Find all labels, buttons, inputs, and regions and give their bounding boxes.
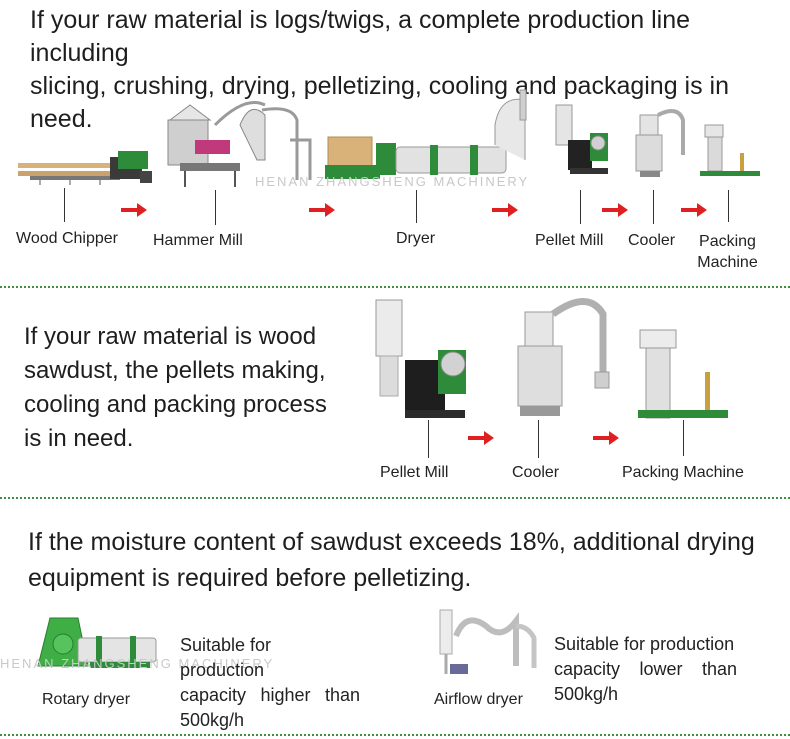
packing-machine xyxy=(700,124,760,176)
airflow-dryer-illustration xyxy=(439,609,537,674)
arrow-right-icon xyxy=(468,431,494,445)
section3-watermark: HENAN ZHANGSHENG MACHINERY xyxy=(0,656,275,671)
label-dryer: Dryer xyxy=(396,230,436,247)
hammer-mill-machine xyxy=(167,101,312,187)
section3-heading-line2: equipment is required before pelletizing… xyxy=(28,564,472,592)
section2-heading-line4: is in need. xyxy=(24,425,134,452)
rotary-desc-line3: 500kg/h xyxy=(180,710,245,730)
rotary-desc-line1: Suitable for production xyxy=(180,635,272,680)
section2-heading: If your raw material is wood sawdust, th… xyxy=(24,320,344,456)
label-packing-machine-2: Packing Machine xyxy=(622,464,744,481)
full-production-line-illustration: HENAN ZHANGSHENG MACHINERY xyxy=(18,89,760,189)
rotary-desc-line2: capacity higher than xyxy=(180,683,360,708)
section-divider xyxy=(0,497,790,499)
airflow-desc-line2: capacity lower than xyxy=(554,657,737,682)
section-divider xyxy=(0,286,790,288)
section1-watermark: HENAN ZHANGSHENG MACHINERY xyxy=(255,174,529,189)
label-cooler-2: Cooler xyxy=(512,464,560,481)
section1-heading-line1: If your raw material is logs/twigs, a co… xyxy=(30,6,691,67)
dryer-machine xyxy=(325,89,527,179)
pellet-mill-machine xyxy=(555,104,608,174)
wood-chipper-machine xyxy=(18,151,152,185)
airflow-desc-than: than xyxy=(701,659,737,679)
airflow-desc-line1: Suitable for production xyxy=(554,634,735,654)
tick-packing-2 xyxy=(683,420,684,456)
tick-wood-chipper xyxy=(64,188,65,222)
airflow-dryer-description: Suitable for production capacity lower t… xyxy=(554,632,737,707)
packing-machine xyxy=(638,329,728,419)
section2-heading-line3: cooling and packing process xyxy=(24,391,327,418)
rotary-dryer-illustration xyxy=(37,617,157,668)
sawdust-line-illustration xyxy=(375,298,728,419)
airflow-desc-comparator: lower xyxy=(639,659,683,679)
pellet-mill-machine xyxy=(375,299,466,418)
rotary-desc-comparator: higher xyxy=(260,685,311,705)
section3-heading: If the moisture content of sawdust excee… xyxy=(28,524,778,596)
label-wood-chipper: Wood Chipper xyxy=(16,230,118,247)
label-packing-machine: Packing Machine xyxy=(690,231,765,273)
airflow-desc-line3: 500kg/h xyxy=(554,684,619,704)
rotary-desc-than: than xyxy=(324,685,360,705)
tick-cooler-2 xyxy=(538,420,539,458)
tick-pellet-mill xyxy=(580,190,581,224)
label-airflow-dryer: Airflow dryer xyxy=(434,691,523,708)
rotary-desc-capacity: capacity xyxy=(180,685,247,705)
arrow-right-icon xyxy=(492,203,518,217)
label-pellet-mill: Pellet Mill xyxy=(535,232,604,249)
tick-cooler xyxy=(653,190,654,224)
tick-packing xyxy=(728,190,729,222)
rotary-dryer-description: Suitable for production capacity higher … xyxy=(180,633,360,733)
label-cooler: Cooler xyxy=(628,232,676,249)
tick-dryer xyxy=(416,190,417,223)
arrow-right-icon xyxy=(602,203,628,217)
tick-pellet-mill-2 xyxy=(428,420,429,458)
section1-heading-line2: slicing, crushing, drying, pelletizing, … xyxy=(30,72,730,133)
label-rotary-dryer: Rotary dryer xyxy=(42,691,131,708)
section2-heading-line1: If your raw material is wood xyxy=(24,323,317,350)
label-pellet-mill-2: Pellet Mill xyxy=(380,464,449,481)
airflow-desc-capacity: capacity xyxy=(554,659,621,679)
section-divider xyxy=(0,734,790,736)
cooler-machine xyxy=(635,109,685,177)
label-packing-line1: Packing xyxy=(699,233,756,250)
label-hammer-mill: Hammer Mill xyxy=(153,232,243,249)
cooler-machine xyxy=(517,298,610,416)
tick-hammer-mill xyxy=(215,190,216,225)
arrow-right-icon xyxy=(309,203,335,217)
section3-heading-line1: If the moisture content of sawdust excee… xyxy=(28,528,755,556)
arrow-right-icon xyxy=(681,203,707,217)
arrow-right-icon xyxy=(121,203,147,217)
section2-heading-line2: sawdust, the pellets making, xyxy=(24,357,326,384)
arrow-right-icon xyxy=(593,431,619,445)
label-packing-line2: Machine xyxy=(697,254,758,271)
section1-heading: If your raw material is logs/twigs, a co… xyxy=(30,4,780,136)
